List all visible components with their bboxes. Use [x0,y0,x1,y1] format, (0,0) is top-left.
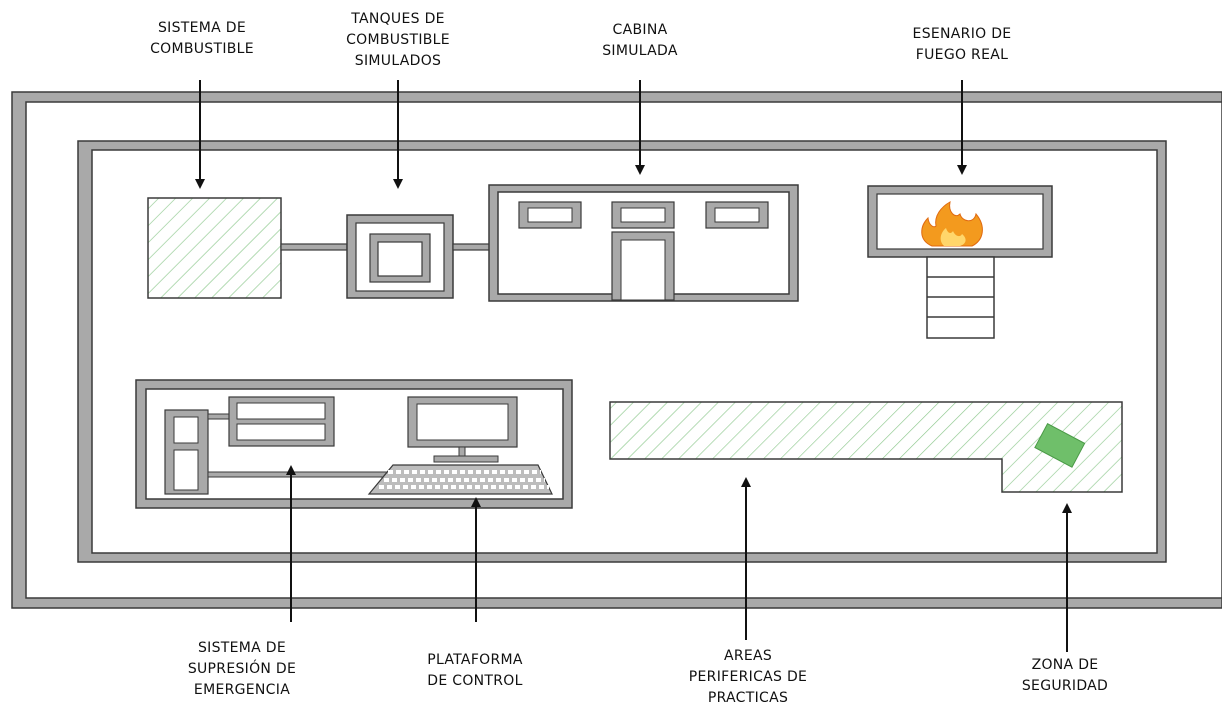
suppression-panel [164,409,209,495]
cabin-door [611,231,675,301]
label-line: PLATAFORMA [427,652,523,668]
control-building [135,379,573,509]
label-line: PERIFERICAS DE [688,669,808,685]
fire-icon [921,201,983,247]
cabin-window-left [518,201,582,229]
cabin-window-right [705,201,769,229]
label-line: PRACTICAS [707,690,789,706]
label-esenario: ESENARIO DE FUEGO REAL [882,24,1042,66]
label-line: SIMULADOS [354,53,442,69]
label-tanques: TANQUES DE COMBUSTIBLE SIMULADOS [312,9,484,72]
label-line: CABINA [612,22,668,38]
simulated-fuel-tank [346,214,454,299]
fuel-pipe-1 [280,243,348,251]
label-plataforma: PLATAFORMA DE CONTROL [396,650,554,692]
fuel-system-area [147,197,282,299]
label-line: AREAS [723,648,773,664]
label-sistema-combustible: SISTEMA DE COMBUSTIBLE [118,18,286,60]
label-line: FUEGO REAL [915,47,1009,63]
label-line: COMBUSTIBLE [346,32,450,48]
outer-boundary-wall [11,91,1222,609]
label-cabina: CABINA SIMULADA [570,20,710,62]
label-areas: AREAS PERIFERICAS DE PRACTICAS [662,646,834,709]
peripheral-practice-area [609,401,1123,493]
inner-boundary-wall [77,140,1167,563]
safety-zone-marker [1034,422,1086,468]
label-line: SISTEMA DE [157,20,247,36]
label-line: SISTEMA DE [197,640,287,656]
simulated-cabin [488,184,799,302]
cabin-window-center [611,201,675,229]
label-line: ESENARIO DE [912,26,1012,42]
label-supresion: SISTEMA DE SUPRESIÓN DE EMERGENCIA [155,638,329,701]
fire-stairs [926,256,995,339]
monitor-icon [407,396,518,463]
label-line: EMERGENCIA [193,682,291,698]
label-zona: ZONA DE SEGURIDAD [990,655,1140,697]
label-line: COMBUSTIBLE [150,41,254,57]
label-line: TANQUES DE [351,11,445,27]
label-line: SEGURIDAD [1021,678,1109,694]
control-console [228,396,335,447]
live-fire-scenario [867,185,1053,339]
arrows [195,80,1072,652]
keyboard-icon [367,464,553,495]
label-line: SUPRESIÓN DE [187,661,297,677]
label-line: SIMULADA [602,43,678,59]
label-line: ZONA DE [1031,657,1099,673]
label-line: DE CONTROL [427,673,523,689]
fuel-pipe-2 [452,243,491,251]
